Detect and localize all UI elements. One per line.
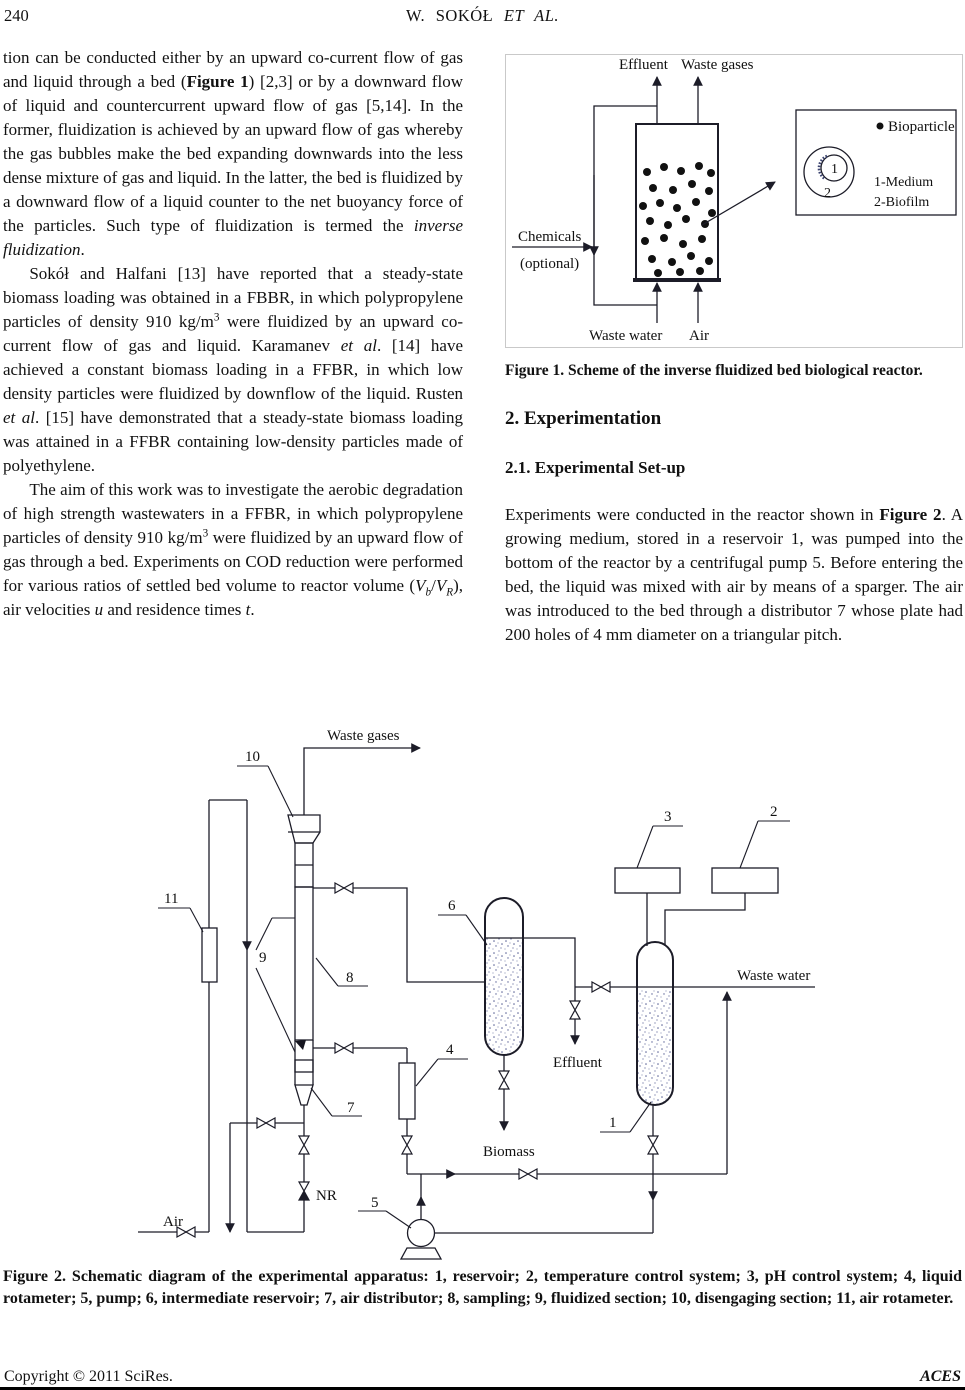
disengaging-section	[287, 814, 321, 844]
pump-symbol	[406, 1218, 436, 1248]
fig1-chemicals-label: Chemicals	[518, 229, 581, 245]
running-title: W. SOKÓŁ ET AL.	[405, 6, 560, 25]
fig2-waste-gases-arrow	[303, 743, 421, 815]
valve-icon	[518, 1168, 538, 1180]
fig2-intermediate-reservoir	[484, 897, 581, 1131]
label-6: 6	[448, 898, 456, 914]
valve-icon	[569, 1000, 581, 1020]
fig2-biomass-label: Biomass	[483, 1144, 535, 1160]
fig1-recycle-loop	[589, 105, 657, 306]
figure-1-caption: Figure 1. Scheme of the inverse fluidize…	[505, 362, 923, 379]
label-10: 10	[245, 749, 260, 765]
ph-control-box	[614, 867, 681, 894]
fig1-medium-label: 1-Medium	[874, 175, 933, 190]
label-3: 3	[664, 809, 672, 825]
valve-icon	[647, 1135, 659, 1155]
section-2-heading: 2. Experimentation	[505, 408, 662, 429]
label-9: 9	[259, 950, 267, 966]
fig1-legend: Bioparticle 1 2 1-Medium 2-Biofilm	[795, 109, 957, 216]
fig2-main-column	[287, 814, 321, 1232]
label-11: 11	[164, 891, 178, 907]
bottom-rule	[0, 1387, 965, 1390]
air-distributor-plate	[294, 1059, 314, 1073]
temperature-control-box	[711, 867, 779, 894]
left-column: tion can be conducted either by an upwar…	[3, 46, 463, 622]
label-7: 7	[347, 1100, 355, 1116]
fluidized-bed-section	[294, 886, 314, 1041]
figure-1-diagram: Effluent Waste gases Waste water Air Che…	[505, 54, 963, 348]
copyright-text: Copyright © 2011 SciRes.	[4, 1368, 173, 1385]
fig1-biofilm-number: 2	[824, 186, 831, 201]
fig1-biofilm-label: 2-Biofilm	[874, 195, 929, 210]
valve-icon	[498, 1070, 510, 1090]
valve-icon	[176, 1226, 196, 1238]
sampling-port-arrow	[295, 1040, 306, 1050]
fig2-air-loop	[201, 799, 304, 1233]
page-header: 240 W. SOKÓŁ ET AL.	[0, 6, 965, 28]
fig2-reservoir-line	[647, 1105, 659, 1233]
figure-2-diagram: Waste gases	[138, 728, 815, 1260]
paragraph-intro: tion can be conducted either by an upwar…	[3, 48, 463, 259]
paragraph-setup: Experiments were conducted in the reacto…	[505, 505, 963, 644]
fig2-waste-water-label: Waste water	[737, 968, 810, 984]
fig2-pump	[399, 1174, 653, 1260]
fig2-waste-gases-label: Waste gases	[327, 728, 400, 744]
overflow-line	[313, 887, 485, 983]
liquid-rotameter	[398, 1062, 416, 1120]
paragraph-literature: Sokół and Halfani [13] have reported tha…	[3, 264, 463, 475]
air-rotameter	[201, 927, 218, 983]
fig1-legend-pointer-arrow	[701, 181, 776, 226]
valve-icon	[401, 1135, 413, 1155]
fig2-effluent-label: Effluent	[553, 1055, 603, 1071]
label-1: 1	[609, 1115, 617, 1131]
fig1-effluent-label: Effluent	[619, 57, 669, 73]
valve-icon	[591, 981, 611, 993]
fig2-nr-label: NR	[316, 1188, 337, 1204]
page-number: 240	[4, 6, 29, 25]
valve-icon	[298, 1135, 310, 1155]
label-2: 2	[770, 804, 778, 820]
bioparticle-outer-circle	[803, 146, 855, 198]
check-valve-icon	[298, 1181, 310, 1201]
valve-icon	[256, 1117, 276, 1129]
valve-icon	[334, 882, 354, 894]
fig1-medium-number: 1	[831, 162, 838, 177]
fig1-waste-water-label: Waste water	[589, 328, 662, 344]
fig2-control-boxes	[614, 867, 779, 946]
fig1-air-label: Air	[689, 328, 709, 344]
paragraph-aim: The aim of this work was to investigate …	[3, 480, 463, 619]
fig2-air-label: Air	[163, 1214, 183, 1230]
fig1-bioparticle-dots	[639, 162, 716, 277]
fig2-reservoir-1	[636, 941, 674, 1106]
bioparticle-inner-circle	[820, 154, 848, 182]
fig1-reactor-vessel	[633, 123, 721, 282]
biofilm-crescent	[817, 154, 828, 181]
fig2-number-labels: 10 11 9 8 7 4 5 6 3 2 1	[158, 749, 790, 1229]
fig1-optional-label: (optional)	[520, 256, 579, 272]
figure-2-caption: Figure 2. Schematic diagram of the exper…	[3, 1268, 962, 1307]
label-5: 5	[371, 1195, 379, 1211]
journal-abbreviation: ACES	[920, 1368, 961, 1385]
right-column: Effluent Waste gases Waste water Air Che…	[505, 46, 963, 647]
column-cone	[294, 1084, 314, 1106]
fig1-bioparticle-label: Bioparticle	[888, 119, 955, 135]
label-4: 4	[446, 1042, 454, 1058]
bioparticle-bullet-icon	[876, 122, 884, 130]
fig1-waste-gases-label: Waste gases	[681, 57, 754, 73]
valve-icon	[334, 1042, 354, 1054]
fig2-liquid-feed	[313, 991, 732, 1180]
section-2-1-heading: 2.1. Experimental Set-up	[505, 458, 686, 477]
label-8: 8	[346, 970, 354, 986]
